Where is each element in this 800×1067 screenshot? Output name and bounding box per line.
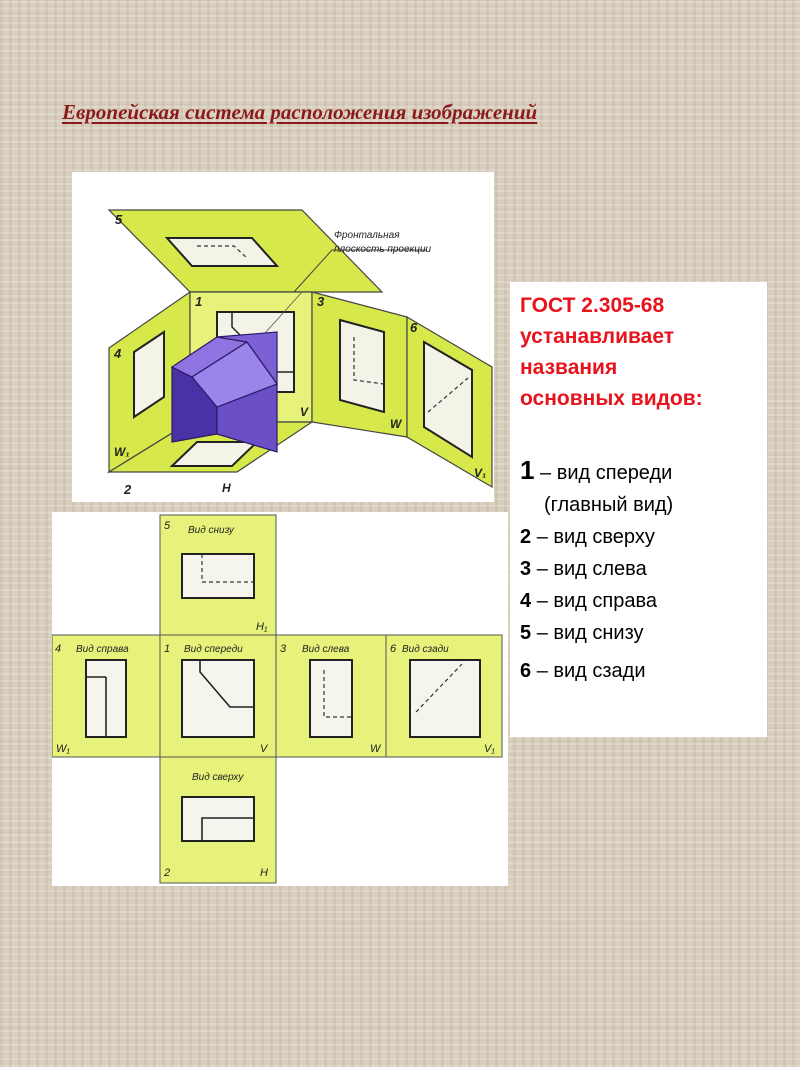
view-number: 3 [520, 558, 532, 580]
gost-heading-line: устанавливает [520, 325, 675, 348]
iso-letter-w1: W₁ [114, 445, 130, 459]
list-item: 1 – вид спереди [520, 454, 765, 489]
view-label: – вид спереди [540, 462, 673, 484]
slide-title: Европейская система расположения изображ… [62, 100, 538, 124]
views-list: 1 – вид спереди (главный вид) 2 – вид св… [520, 454, 765, 687]
unf-label-5: Вид снизу [188, 525, 235, 536]
plane-5-hidden [197, 245, 248, 259]
iso-letter-v1: V₁ [474, 466, 486, 480]
cube-slope [191, 341, 278, 408]
gost-heading-line: названия [520, 356, 618, 379]
unf-label-4: Вид справа [76, 644, 129, 655]
gost-info-box: ГОСТ 2.305-68 устанавливает названия осн… [510, 282, 767, 737]
list-item: 2 – вид сверху [520, 521, 765, 553]
unf-letter-h: H [260, 867, 268, 879]
view-label: – вид сверху [536, 526, 655, 548]
plane-3-rect [339, 318, 385, 414]
unf-label-2: Вид сверху [192, 772, 244, 783]
gost-heading: ГОСТ 2.305-68 устанавливает названия осн… [520, 290, 765, 414]
unf-num-5: 5 [164, 520, 171, 532]
unf-num-6: 6 [390, 643, 397, 655]
cell-2-rect [181, 796, 255, 842]
view-label: – вид слева [536, 558, 647, 580]
view-number: 5 [520, 622, 532, 644]
view-number: 2 [520, 526, 532, 548]
unf-num-4: 4 [55, 643, 61, 655]
cell-1-edge [199, 660, 254, 708]
cell-5-rect [181, 553, 255, 599]
unf-label-6: Вид сзади [402, 644, 449, 655]
unf-letter-v1: V₁ [484, 743, 495, 755]
isometric-diagram: Фронтальная плоскость проекции 5 1 3 6 4… [72, 172, 494, 502]
view-label: – вид сзади [536, 660, 646, 682]
list-item: 3 – вид слева [520, 553, 765, 585]
unf-label-1: Вид спереди [184, 644, 243, 655]
iso-letter-v: V [300, 405, 309, 419]
view-1-subtitle: (главный вид) [544, 494, 674, 516]
unfolded-svg: 5 4 1 3 6 2 Вид снизу Вид справа Вид спе… [52, 514, 503, 884]
unfolded-diagram: 5 4 1 3 6 2 Вид снизу Вид справа Вид спе… [52, 512, 508, 886]
unf-num-1: 1 [164, 643, 170, 655]
annotation-line-1: Фронтальная [334, 230, 400, 241]
isometric-svg: Фронтальная плоскость проекции 5 1 3 6 4… [106, 209, 493, 497]
cell-5-hidden [201, 554, 254, 583]
plane-4-rect [133, 330, 165, 419]
iso-num-2: 2 [123, 482, 132, 497]
annotation-line-2: плоскость проекции [334, 244, 432, 255]
list-item: 4 – вид справа [520, 585, 765, 617]
iso-num-5: 5 [115, 212, 123, 227]
plane-5-rect [164, 237, 280, 267]
plane-6-rect [423, 340, 473, 459]
view-number: 6 [520, 660, 532, 682]
iso-num-6: 6 [410, 320, 418, 335]
cell-3-hidden [323, 670, 352, 718]
view-number: 4 [520, 590, 532, 612]
unf-letter-v: V [260, 743, 269, 755]
unf-letter-h1: H₁ [256, 621, 268, 633]
view-number: 1 [520, 455, 535, 485]
view-label: – вид снизу [536, 622, 644, 644]
iso-num-4: 4 [113, 346, 122, 361]
list-item: 5 – вид снизу [520, 617, 765, 649]
gost-heading-line: основных видов: [520, 387, 703, 410]
plane-3-hidden [353, 337, 385, 385]
cell-3-rect [309, 659, 353, 738]
cell-1-rect [181, 659, 255, 738]
unf-num-2: 2 [163, 867, 170, 879]
unf-num-3: 3 [280, 643, 287, 655]
iso-letter-h: H [222, 481, 231, 495]
iso-num-3: 3 [317, 294, 325, 309]
plane-6-hidden [427, 377, 469, 413]
cell-2-line [201, 817, 254, 841]
iso-letter-w: W [390, 417, 403, 431]
unf-letter-w1: W₁ [56, 743, 70, 755]
cell-6-rect [409, 659, 481, 738]
view-label: – вид справа [536, 590, 657, 612]
iso-num-1: 1 [195, 294, 202, 309]
gost-heading-line: ГОСТ 2.305-68 [520, 294, 665, 317]
list-item: 6 – вид сзади [520, 655, 765, 687]
annotation-leader [293, 249, 333, 293]
unf-letter-w: W [370, 743, 382, 755]
unf-label-3: Вид слева [302, 644, 350, 655]
